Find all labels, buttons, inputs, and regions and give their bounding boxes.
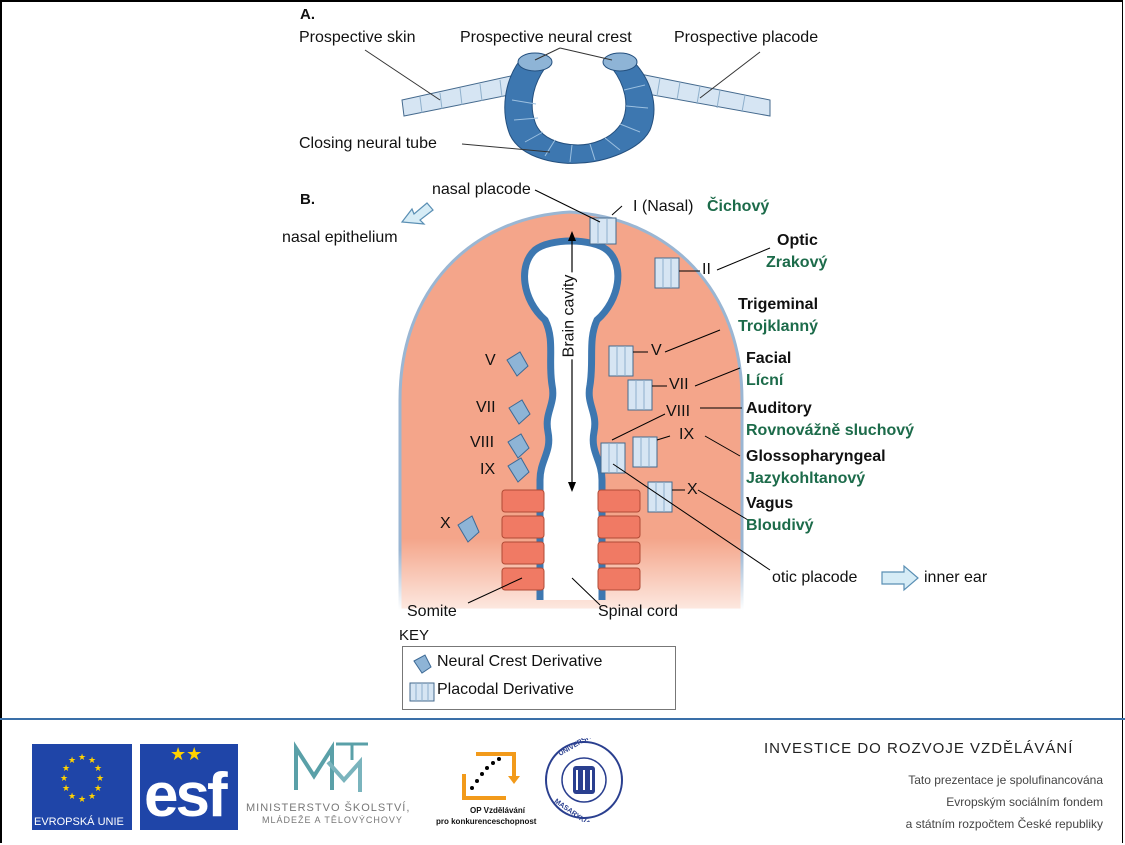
placode-label-v: V — [651, 342, 662, 360]
crest-label-viii: VIII — [470, 434, 494, 452]
nerve-optic-english: Optic — [777, 232, 818, 250]
placode-label-x: X — [687, 481, 698, 499]
nerve-auditory-czech: Rovnovážně sluchový — [746, 422, 914, 440]
msmt-line1: MINISTERSTVO ŠKOLSTVÍ, — [246, 802, 410, 814]
esf-logo: ★★ esf — [140, 744, 238, 830]
footer-line-2: Evropským sociálním fondem — [946, 795, 1103, 809]
nerve-auditory-english: Auditory — [746, 400, 812, 418]
op-line1: OP Vzdělávání — [470, 806, 525, 815]
svg-text:★: ★ — [96, 773, 104, 783]
nerve-trigeminal-czech: Trojklanný — [738, 318, 818, 336]
crest-label-vii: VII — [476, 399, 496, 417]
crest-label-x: X — [440, 515, 451, 533]
footer-divider — [0, 718, 1125, 720]
nerve-glossopharyngeal-english: Glossopharyngeal — [746, 448, 886, 466]
neural-tube-illustration — [0, 0, 1125, 200]
key-neural-crest-label: Neural Crest Derivative — [437, 653, 602, 671]
crest-label-ix: IX — [480, 461, 495, 479]
arrow-right-icon — [882, 566, 918, 590]
label-brain-cavity: Brain cavity — [560, 273, 578, 360]
nerve-facial-czech: Lícní — [746, 372, 783, 390]
svg-text:★: ★ — [78, 794, 86, 804]
svg-text:★: ★ — [94, 763, 102, 773]
label-otic-placode: otic placode — [772, 569, 857, 587]
arrow-up-left-icon — [402, 203, 433, 224]
nerve-optic-czech: Zrakový — [766, 254, 827, 272]
svg-text:★: ★ — [68, 755, 76, 765]
footer-heading: INVESTICE DO ROZVOJE VZDĚLÁVÁNÍ — [764, 740, 1073, 757]
svg-text:★: ★ — [88, 791, 96, 801]
op-line2: pro konkurenceschopnost — [436, 817, 536, 826]
footer-line-1: Tato prezentace je spolufinancována — [908, 773, 1103, 787]
key-placodal-label: Placodal Derivative — [437, 681, 574, 699]
placodal-icon — [409, 681, 435, 703]
nerve-vagus-czech: Bloudivý — [746, 517, 814, 535]
eu-label: EVROPSKÁ UNIE — [34, 816, 124, 828]
eu-flag-icon: ★★★★ ★★★★ ★★★★ — [32, 744, 132, 810]
key-legend: Neural Crest Derivative Placodal Derivat… — [402, 646, 676, 710]
esf-label: esf — [144, 760, 225, 830]
placode-label-vii: VII — [669, 376, 689, 394]
msmt-line2: MLÁDEŽE A TĚLOVÝCHOVY — [262, 815, 403, 825]
nerve-i-czech: Čichový — [707, 198, 769, 216]
nerve-vagus-english: Vagus — [746, 495, 793, 513]
nerve-i-english: I (Nasal) — [633, 198, 693, 216]
label-inner-ear: inner ear — [924, 569, 987, 587]
svg-text:★: ★ — [60, 773, 68, 783]
placode-label-ix: IX — [679, 426, 694, 444]
nerve-glossopharyngeal-czech: Jazykohltanový — [746, 470, 865, 488]
op-logo — [456, 744, 522, 804]
label-spinal-cord: Spinal cord — [598, 603, 678, 621]
svg-text:★: ★ — [62, 783, 70, 793]
placode-label-viii: VIII — [666, 403, 690, 421]
embryo-illustration — [0, 180, 1125, 635]
msmt-logo — [292, 740, 372, 800]
eu-logo: ★★★★ ★★★★ ★★★★ EVROPSKÁ UNIE — [32, 744, 132, 830]
label-somite: Somite — [407, 603, 457, 621]
crest-label-v: V — [485, 352, 496, 370]
svg-text:★: ★ — [78, 752, 86, 762]
neural-crest-icon — [411, 653, 433, 675]
muni-seal: UNIVERSITAS MASARYKIANA — [542, 738, 626, 822]
nerve-facial-english: Facial — [746, 350, 791, 368]
placode-label-ii: II — [702, 261, 711, 279]
key-title: KEY — [399, 627, 429, 644]
nerve-trigeminal-english: Trigeminal — [738, 296, 818, 314]
footer-line-3: a státním rozpočtem České republiky — [906, 817, 1103, 831]
